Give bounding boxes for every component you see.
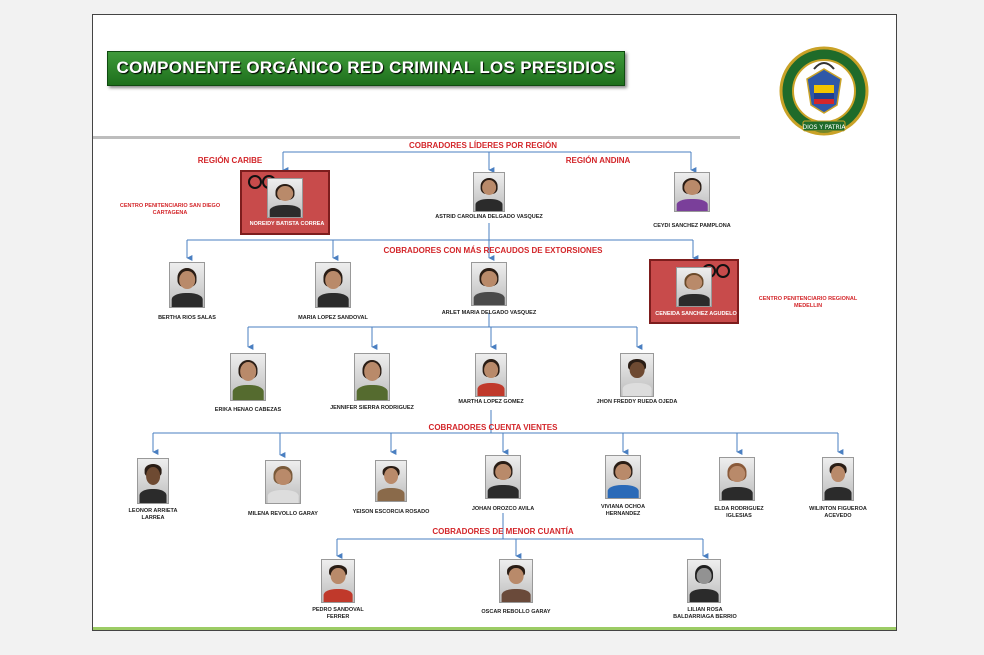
person-name: MARTHA LOPEZ GOMEZ — [458, 399, 524, 405]
person-name: VIVIANA OCHOA HERNANDEZ — [600, 504, 646, 517]
person-photo — [265, 460, 301, 504]
person-photo — [169, 262, 205, 308]
person-name: WILINTON FIGUEROA ACEVEDO — [809, 506, 867, 519]
person-name: JOHAN OROZCO AVILA — [471, 506, 535, 512]
note-cartagena: CENTRO PENITENCIARIO SAN DIEGO CARTAGENA — [119, 203, 221, 216]
person-photo — [471, 262, 507, 306]
person-photo — [485, 455, 521, 499]
person-name: ERIKA HENAO CABEZAS — [214, 407, 282, 413]
person-name: ARLET MARIA DELGADO VASQUEZ — [441, 310, 537, 316]
note-medellin: CENTRO PENITENCIARIO REGIONAL MEDELLIN — [758, 296, 858, 309]
divider — [93, 136, 740, 139]
title-banner: COMPONENTE ORGÁNICO RED CRIMINAL LOS PRE… — [107, 51, 625, 86]
header-leaders: COBRADORES LÍDERES POR REGIÓN — [408, 141, 558, 150]
person-photo — [354, 353, 390, 401]
person-photo — [687, 559, 721, 603]
person-photo — [620, 353, 654, 397]
person-name: YEISON ESCORCIA ROSADO — [352, 509, 430, 515]
header-region-andina: REGIÓN ANDINA — [565, 156, 631, 165]
header-menor-cuantia: COBRADORES DE MENOR CUANTÍA — [432, 527, 574, 536]
person-photo — [267, 178, 303, 218]
header-cuenta-vientes: COBRADORES CUENTA VIENTES — [428, 423, 558, 432]
page-title: COMPONENTE ORGÁNICO RED CRIMINAL LOS PRE… — [116, 58, 616, 77]
person-name: BERTHA RIOS SALAS — [158, 315, 216, 321]
header-top-collectors: COBRADORES CON MÁS RECAUDOS DE EXTORSION… — [383, 246, 603, 255]
person-photo — [375, 460, 407, 502]
person-photo — [674, 172, 710, 212]
person-photo — [137, 458, 169, 504]
person-name: NOREIDY BATISTA CORREA — [249, 221, 325, 227]
person-name: CEYDI SANCHEZ PAMPLONA — [653, 223, 731, 229]
person-photo — [822, 457, 854, 501]
person-name: JHON FREDDY RUEDA OJEDA — [596, 399, 678, 405]
bottom-accent-bar — [93, 627, 896, 630]
slide: COMPONENTE ORGÁNICO RED CRIMINAL LOS PRE… — [92, 14, 897, 631]
policia-nacional-seal-icon: DIOS Y PATRIA — [779, 46, 869, 136]
person-name: LEONOR ARRIETA LARREA — [128, 508, 178, 521]
person-photo — [475, 353, 507, 397]
person-name: LILIAN ROSA BALDARRIAGA BERRIO — [673, 607, 737, 620]
person-name: ELDA RODRIGUEZ IGLESIAS — [714, 506, 764, 519]
person-photo — [499, 559, 533, 603]
person-name: MARIA LOPEZ SANDOVAL — [298, 315, 368, 321]
org-connectors — [152, 151, 844, 559]
person-photo — [315, 262, 351, 308]
person-photo — [676, 267, 712, 307]
person-photo — [321, 559, 355, 603]
arrested-highlight-box: CENEIDA SANCHEZ AGUDELO — [649, 259, 739, 324]
person-name: ASTRID CAROLINA DELGADO VASQUEZ — [435, 214, 543, 220]
header-region-caribe: REGIÓN CARIBE — [197, 156, 263, 165]
person-name: CENEIDA SANCHEZ AGUDELO — [655, 311, 737, 317]
arrested-highlight-box: NOREIDY BATISTA CORREA — [240, 170, 330, 235]
seal-motto: DIOS Y PATRIA — [803, 124, 847, 131]
person-name: MILENA REVOLLO GARAY — [248, 511, 318, 517]
person-name: OSCAR REBOLLO GARAY — [481, 609, 551, 615]
person-photo — [719, 457, 755, 501]
person-name: PEDRO SANDOVAL FERRER — [312, 607, 364, 620]
person-photo — [473, 172, 505, 212]
person-name: JENNIFER SIERRA RODRIGUEZ — [330, 405, 414, 411]
person-photo — [605, 455, 641, 499]
person-photo — [230, 353, 266, 401]
